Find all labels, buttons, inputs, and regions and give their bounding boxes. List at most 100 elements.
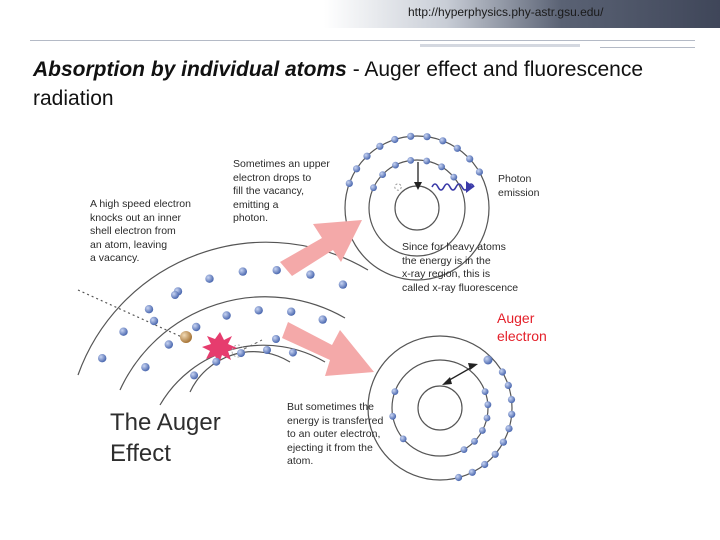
electron: [272, 335, 280, 343]
electron: [119, 327, 128, 336]
electron: [205, 274, 214, 283]
electron: [508, 410, 516, 418]
electron: [481, 460, 489, 469]
electron: [287, 307, 296, 316]
auger-transition-arrow: [282, 322, 374, 376]
electron: [141, 363, 150, 372]
header-rule: [30, 40, 695, 41]
figure-title-line: The Auger: [110, 409, 221, 436]
electron: [345, 179, 353, 187]
label-line: atom.: [287, 455, 314, 467]
label-electron-drop: Sometimes an upper electron drops to fil…: [233, 158, 330, 226]
electron: [460, 446, 468, 453]
nucleus: [180, 331, 192, 343]
electron: [475, 168, 483, 176]
electron: [376, 142, 384, 150]
electron: [222, 311, 231, 320]
slide-title: Absorption by individual atoms - Auger e…: [33, 55, 673, 113]
electron: [505, 425, 513, 433]
photon-transition-arrow: [280, 220, 362, 276]
ejection-trail: [243, 339, 263, 350]
label-line: Photon: [498, 173, 532, 185]
electron: [479, 427, 486, 434]
collision-burst: [202, 332, 237, 364]
electron: [370, 184, 377, 192]
electron: [399, 435, 407, 443]
electron: [190, 371, 199, 380]
label-line: emission: [498, 186, 540, 199]
electron: [507, 396, 516, 404]
electron: [238, 267, 247, 276]
label-line: to an outer electron,: [287, 428, 381, 440]
label-line: ejecting it from the: [287, 441, 373, 454]
label-line: the energy is in the: [402, 254, 491, 267]
electron: [272, 266, 281, 275]
label-xray-fluorescence: Since for heavy atoms the energy is in t…: [402, 241, 518, 295]
label-auger-electron: Auger electron: [497, 309, 547, 345]
label-line: a vacancy.: [90, 252, 140, 264]
label-line: shell electron from: [90, 225, 176, 237]
electron: [192, 322, 201, 332]
label-line: fill the vacancy,: [233, 185, 305, 197]
title-rest: - Auger effect and fluorescence radiatio…: [33, 58, 643, 110]
electron: [483, 414, 491, 422]
electron: [466, 155, 474, 163]
electron: [499, 438, 507, 446]
electron: [391, 388, 399, 395]
electron: [450, 173, 458, 181]
electron: [171, 291, 179, 299]
electron: [471, 437, 478, 445]
source-url[interactable]: http://hyperphysics.phy-astr.gsu.edu/: [408, 5, 604, 19]
label-line: knocks out an inner: [90, 211, 182, 224]
incoming-electron-path: [77, 289, 185, 339]
figure-title-line: Effect: [110, 440, 171, 467]
electron: [379, 171, 386, 179]
electron: [481, 388, 489, 395]
label-line: Sometimes an upper: [233, 158, 330, 170]
label-line: electron drops to: [233, 171, 312, 184]
electron: [149, 316, 159, 326]
energy-transfer-head-a: [442, 377, 452, 385]
header-rule-accent: [420, 44, 580, 47]
electron: [318, 315, 327, 324]
header-bar: http://hyperphysics.phy-astr.gsu.edu/: [0, 0, 720, 28]
electron: [353, 165, 361, 173]
label-line: emitting a: [233, 198, 279, 211]
electron: [363, 152, 371, 160]
electron: [288, 348, 297, 357]
label-line: A high speed electron: [90, 198, 191, 210]
electron: [468, 468, 476, 476]
electron: [144, 305, 154, 314]
electrons-group: [98, 132, 516, 482]
label-photon-emission: Photon emission: [498, 173, 539, 200]
electron: [498, 368, 506, 376]
electron: [455, 473, 463, 482]
electron: [392, 161, 399, 169]
label-incoming-electron: A high speed electron knocks out an inne…: [90, 198, 191, 266]
electron: [504, 381, 512, 389]
electron-drop-arrowhead: [414, 182, 422, 190]
electron: [439, 137, 447, 145]
electron: [423, 133, 431, 141]
electron: [164, 340, 173, 349]
initial-atom: [77, 241, 369, 406]
upper-atom: [344, 135, 490, 281]
vacancy-marker: [394, 183, 402, 191]
label-line: Auger: [497, 310, 535, 326]
label-line: Since for heavy atoms: [402, 241, 506, 253]
label-line: But sometimes the: [287, 401, 374, 413]
electron: [423, 157, 431, 165]
electron: [389, 412, 397, 420]
electron: [407, 157, 415, 164]
electron: [306, 270, 315, 279]
header-rule-short: [600, 47, 695, 48]
label-line: an atom, leaving: [90, 238, 168, 251]
electron: [407, 132, 415, 140]
electron: [491, 450, 499, 458]
electron: [98, 354, 107, 363]
electron: [212, 357, 221, 366]
label-line: called x-ray fluorescence: [402, 281, 519, 294]
auger-electron: [483, 355, 493, 365]
electron: [484, 401, 492, 409]
